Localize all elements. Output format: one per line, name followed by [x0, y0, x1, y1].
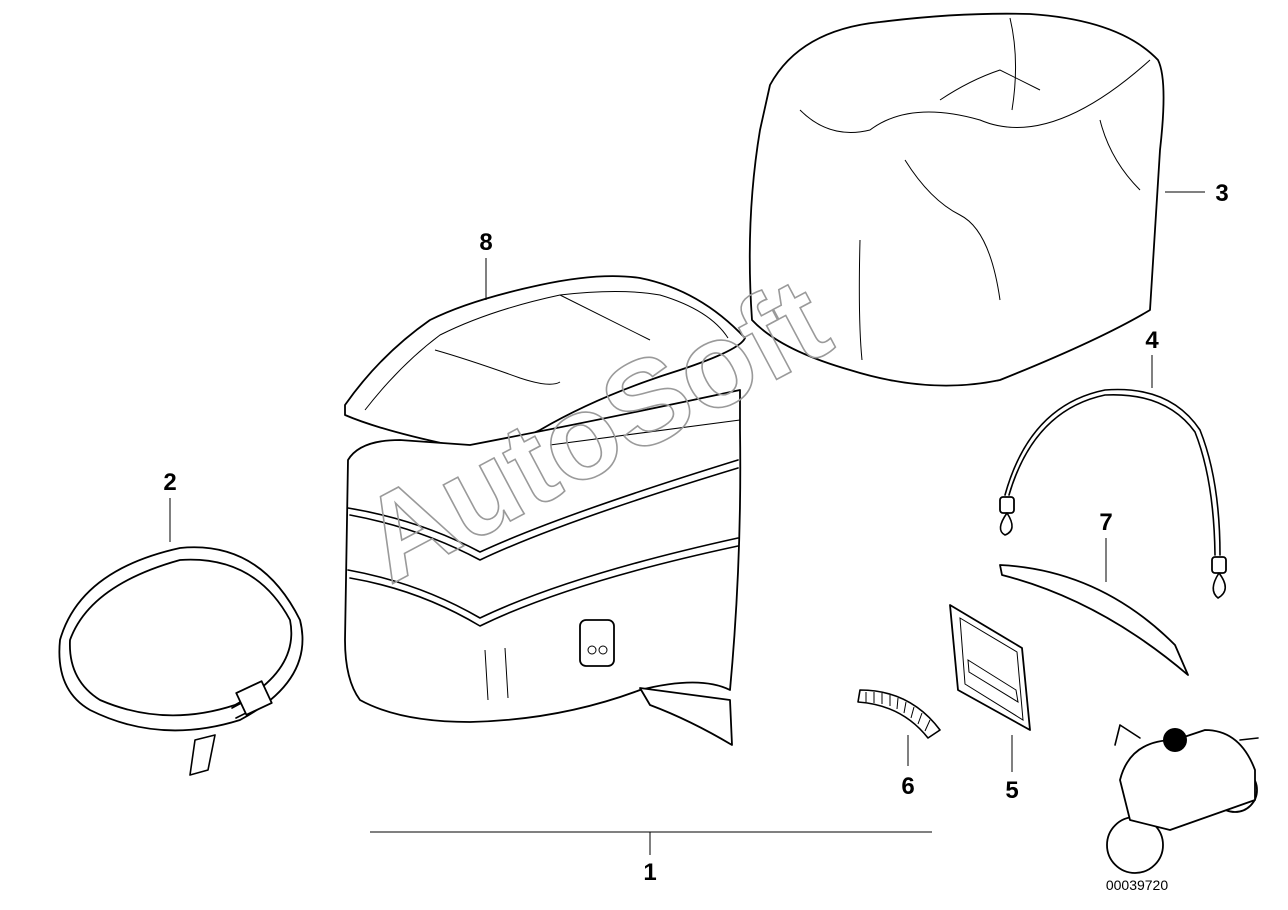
callout-7: 7 [1099, 509, 1112, 536]
cord-icon [999, 388, 1227, 599]
leader-lines [169, 191, 1205, 855]
callout-5: 5 [1005, 777, 1018, 804]
callout-4: 4 [1145, 327, 1159, 354]
velcro-icon [857, 689, 941, 739]
callout-3: 3 [1215, 180, 1228, 207]
rain-cover-icon [748, 12, 1165, 387]
lid-icon [344, 275, 746, 449]
doc-number: 00039720 [1106, 877, 1169, 893]
tank-bag-icon [344, 389, 742, 746]
motorcycle-icon [1106, 724, 1259, 874]
callout-8: 8 [479, 229, 492, 256]
strip-icon [999, 564, 1189, 676]
tank-strap-icon [58, 546, 304, 776]
callout-2: 2 [163, 469, 176, 496]
callout-6: 6 [901, 773, 914, 800]
label-icon [949, 604, 1031, 731]
callout-1: 1 [643, 859, 656, 886]
